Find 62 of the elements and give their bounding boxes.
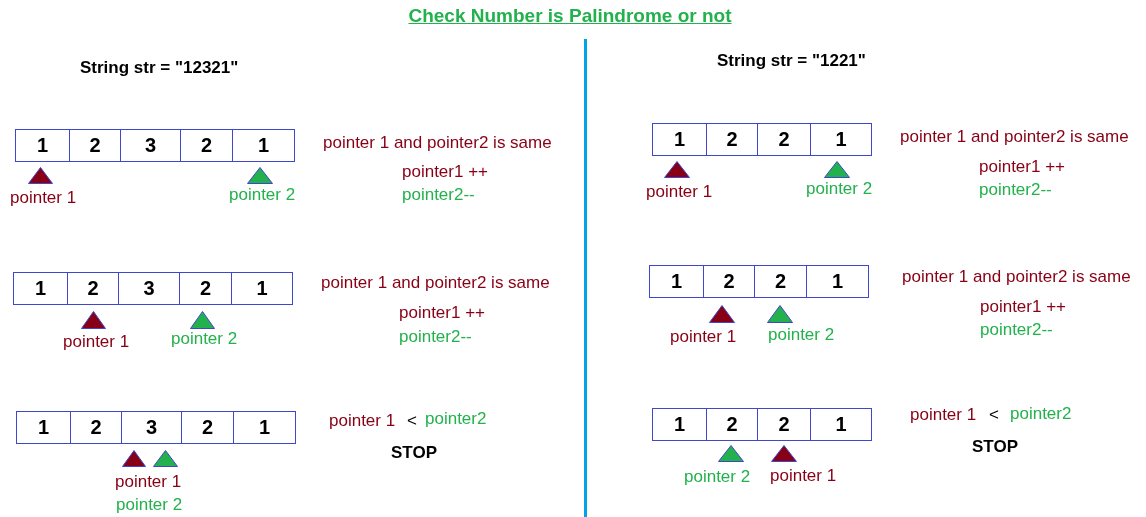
comparison-operator: < [407, 411, 417, 431]
array-cell: 2 [67, 272, 119, 305]
array-cell: 1 [232, 129, 295, 162]
pointer-label: pointer 1 [646, 182, 713, 202]
array-cell: 2 [706, 123, 758, 156]
array-cell: 3 [121, 411, 182, 444]
pointer-label: pointer 2 [806, 179, 873, 199]
step-note: pointer 1 and pointer2 is same [321, 273, 550, 293]
pointer-label: pointer 2 [171, 329, 238, 349]
array-cell: 1 [16, 411, 71, 444]
array-cell: 1 [810, 123, 872, 156]
string-declaration: String str = "1221" [717, 51, 866, 71]
step-note: pointer 1 and pointer2 is same [900, 127, 1129, 147]
array-cell: 1 [649, 265, 704, 298]
array-cell: 3 [120, 129, 181, 162]
comparison-operand: pointer 1 [329, 411, 396, 431]
step-note: pointer2-- [979, 180, 1052, 200]
pointer-label: pointer 2 [684, 467, 751, 487]
pointer-label: pointer 1 [770, 466, 837, 486]
array-cell: 1 [806, 265, 869, 298]
array-cell: 1 [231, 272, 293, 305]
comparison-operand: pointer2 [1010, 404, 1072, 424]
pointer-label: pointer 1 [115, 472, 182, 492]
array-cell: 2 [754, 265, 807, 298]
array-cell: 1 [652, 123, 707, 156]
step-note: pointer1 ++ [399, 303, 485, 323]
pointer-label: pointer 1 [10, 188, 77, 208]
array-cell: 3 [118, 272, 180, 305]
array-cell: 1 [810, 408, 872, 441]
stop-note: STOP [391, 443, 437, 463]
comparison-operand: pointer 1 [910, 405, 977, 425]
array-cell: 1 [13, 272, 68, 305]
step-note: pointer1 ++ [979, 157, 1065, 177]
stop-note: STOP [972, 437, 1018, 457]
step-note: pointer 1 and pointer2 is same [902, 267, 1131, 287]
array-cell: 1 [652, 408, 707, 441]
array-cell: 2 [181, 411, 234, 444]
array-cell: 2 [180, 129, 233, 162]
array-cell: 2 [69, 129, 121, 162]
array-cell: 2 [703, 265, 755, 298]
string-declaration: String str = "12321" [80, 58, 239, 78]
array-cell: 1 [15, 129, 70, 162]
array-cell: 2 [757, 123, 811, 156]
step-note: pointer 1 and pointer2 is same [323, 133, 552, 153]
step-note: pointer1 ++ [980, 297, 1066, 317]
pointer-label: pointer 1 [63, 332, 130, 352]
pointer-label: pointer 2 [229, 185, 296, 205]
array-cell: 2 [70, 411, 122, 444]
pointer-label: pointer 1 [670, 327, 737, 347]
array-cell: 2 [706, 408, 758, 441]
array-cell: 2 [757, 408, 811, 441]
pointer-label: pointer 2 [768, 325, 835, 345]
title: Check Number is Palindrome or not [408, 4, 732, 28]
comparison-operand: pointer2 [425, 409, 487, 429]
pointer-label: pointer 2 [116, 495, 183, 515]
comparison-operator: < [989, 405, 999, 425]
step-note: pointer2-- [980, 320, 1053, 340]
step-note: pointer2-- [402, 185, 475, 205]
array-cell: 1 [233, 411, 296, 444]
array-cell: 2 [179, 272, 232, 305]
step-note: pointer1 ++ [402, 162, 488, 182]
step-note: pointer2-- [399, 327, 472, 347]
